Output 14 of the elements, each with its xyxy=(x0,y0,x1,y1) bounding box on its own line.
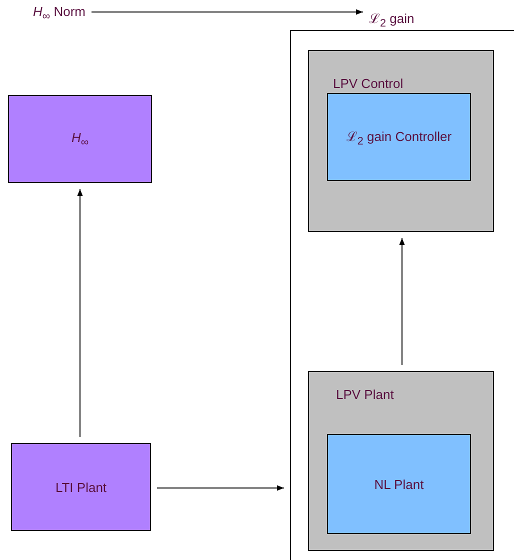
arrow xyxy=(399,238,405,366)
group-box xyxy=(308,50,494,232)
text-label: H$_{∞}$ Norm xyxy=(33,4,86,23)
arrow xyxy=(77,188,83,438)
panel-heading: ℒ$_{2}$ gain xyxy=(369,10,414,30)
process-box: LTI Plant xyxy=(11,443,151,531)
process-box: H$_{∞}$ xyxy=(8,95,152,183)
group-box xyxy=(308,371,494,551)
process-box: NL Plant xyxy=(327,434,471,534)
arrow xyxy=(91,9,364,15)
group-title: LPV Plant xyxy=(336,387,394,402)
arrow xyxy=(156,485,284,491)
group-title: LPV Control xyxy=(333,76,404,91)
process-box: ℒ$_{2}$ gain Controller xyxy=(327,93,471,181)
